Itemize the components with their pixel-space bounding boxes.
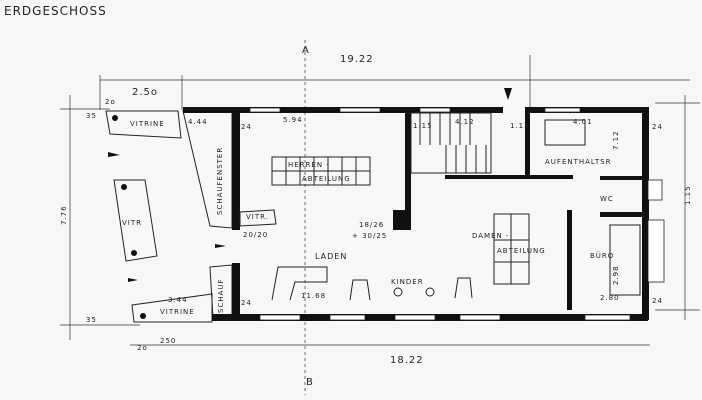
dim-laden-length: 11.68 bbox=[301, 292, 326, 300]
dim-aufenthalt-depth: 7.12 bbox=[612, 130, 620, 150]
wc-label: WC bbox=[600, 195, 614, 203]
dim-aufenthalt-width: 4.01 bbox=[573, 118, 593, 126]
dim-door-left: 1.15 bbox=[413, 122, 433, 130]
buero-label: BÜRO bbox=[590, 251, 614, 260]
damen-label-1: DAMEN - bbox=[472, 232, 510, 240]
dimension-lines bbox=[60, 55, 700, 346]
vitrine-bottom-label: VITRINE bbox=[160, 308, 195, 316]
dim-wall-24: 24 bbox=[652, 123, 663, 131]
dim-depth-top: 35 bbox=[86, 112, 97, 120]
dim-schaufenster-bottom: 3.44 bbox=[168, 296, 188, 304]
windows bbox=[249, 107, 665, 321]
dim-offset-bottom: 2o bbox=[137, 344, 148, 352]
dim-vitrine-top: 2.5o bbox=[132, 87, 158, 98]
vitrine-bottom bbox=[131, 293, 213, 323]
dim-vitrine-bottom: 250 bbox=[160, 337, 176, 345]
vitrine-small-label: VITR. bbox=[246, 213, 269, 221]
section-mark-b: B bbox=[306, 377, 314, 388]
dim-overall-bottom: 18.22 bbox=[390, 355, 424, 366]
schauf-label: SCHAUF bbox=[217, 278, 225, 313]
entrance-arrow-icon bbox=[504, 88, 512, 100]
dim-depth-bottom: 35 bbox=[86, 316, 97, 324]
schaufenster-label: SCHAUFENSTER bbox=[216, 147, 224, 215]
dim-schaufenster-top: 4.44 bbox=[188, 118, 208, 126]
kinder-label: KINDER bbox=[391, 278, 424, 286]
furniture bbox=[239, 119, 641, 301]
laden-label: LADEN bbox=[315, 252, 347, 261]
dim-offset-top: 2o bbox=[105, 98, 116, 106]
vitrine-mid-label: VITR bbox=[122, 219, 142, 227]
schaufenster-top bbox=[182, 110, 233, 229]
dim-wall-24: 24 bbox=[241, 299, 252, 307]
herren-label-1: HERREN - bbox=[288, 161, 330, 169]
dim-wall-24: 24 bbox=[241, 123, 252, 131]
dim-stair-width: 4.12 bbox=[455, 118, 475, 126]
dim-buero-depth: 2.98 bbox=[612, 265, 620, 285]
dim-buero-width: 2.80 bbox=[600, 294, 620, 302]
vitrine-top bbox=[105, 110, 182, 139]
vitrine-top-label: VITRINE bbox=[130, 120, 165, 128]
dim-door-right: 1.13 bbox=[510, 122, 530, 130]
section-mark-a: A bbox=[302, 45, 310, 56]
dim-right-depth: 1.15 bbox=[684, 185, 692, 205]
damen-label-2: ABTEILUNG bbox=[497, 247, 546, 255]
staircase bbox=[410, 112, 492, 174]
dim-left-depth: 7.76 bbox=[60, 205, 68, 225]
dim-overall-top: 19.22 bbox=[340, 54, 374, 65]
column-b: 18/26 bbox=[359, 221, 384, 229]
dim-herren-width: 5.94 bbox=[283, 116, 303, 124]
plan-title: ERDGESCHOSS bbox=[4, 4, 107, 18]
vitrine-middle bbox=[113, 179, 158, 262]
aufenthalt-label: AUFENTHALTSR bbox=[545, 158, 611, 166]
column-a: 20/20 bbox=[243, 231, 268, 239]
herren-label-2: ABTEILUNG bbox=[302, 175, 351, 183]
dim-wall-24: 24 bbox=[652, 297, 663, 305]
column-c: + 30/25 bbox=[352, 232, 387, 240]
